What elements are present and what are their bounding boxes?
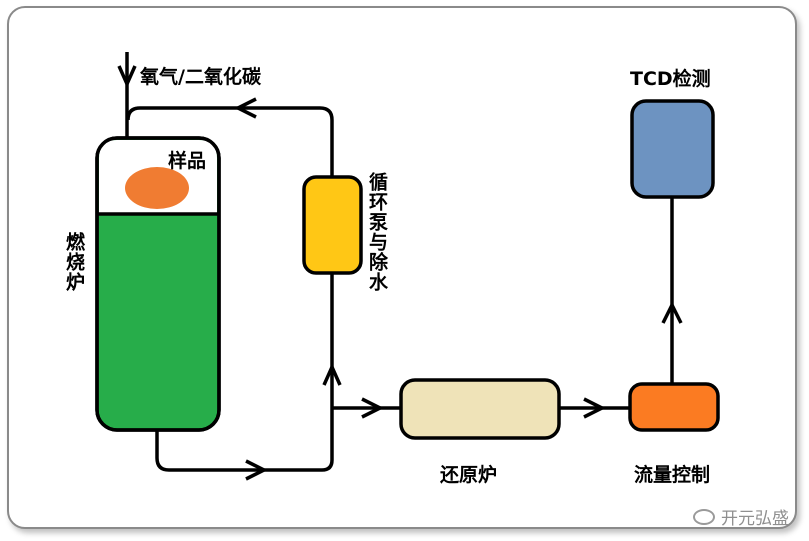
combustion-furnace-label: 燃烧炉 — [63, 232, 85, 292]
sample-label: 样品 — [168, 150, 207, 172]
combustion-furnace — [95, 136, 221, 432]
tcd-label: TCD检测 — [630, 68, 711, 90]
watermark-text: 开元弘盛 — [721, 509, 789, 529]
reduction-furnace-label: 还原炉 — [440, 464, 498, 486]
recirculation-line — [126, 97, 334, 177]
pump-unit — [302, 175, 363, 275]
to-flow-control-line — [559, 397, 630, 419]
gas-inlet-arrow — [117, 52, 137, 138]
reduction-furnace — [399, 378, 561, 440]
pump-label: 循环泵与除水 — [366, 172, 388, 292]
sample-shape — [125, 167, 189, 209]
to-tcd-line — [661, 196, 683, 384]
watermark: 开元弘盛 — [693, 504, 789, 529]
to-reduction-line — [332, 397, 402, 419]
flow-control-unit — [628, 382, 720, 432]
gas-inlet-label: 氧气/二氧化碳 — [140, 66, 261, 88]
wechat-icon — [693, 508, 715, 525]
flow-control-label: 流量控制 — [634, 464, 711, 486]
tcd-detector — [630, 99, 715, 199]
